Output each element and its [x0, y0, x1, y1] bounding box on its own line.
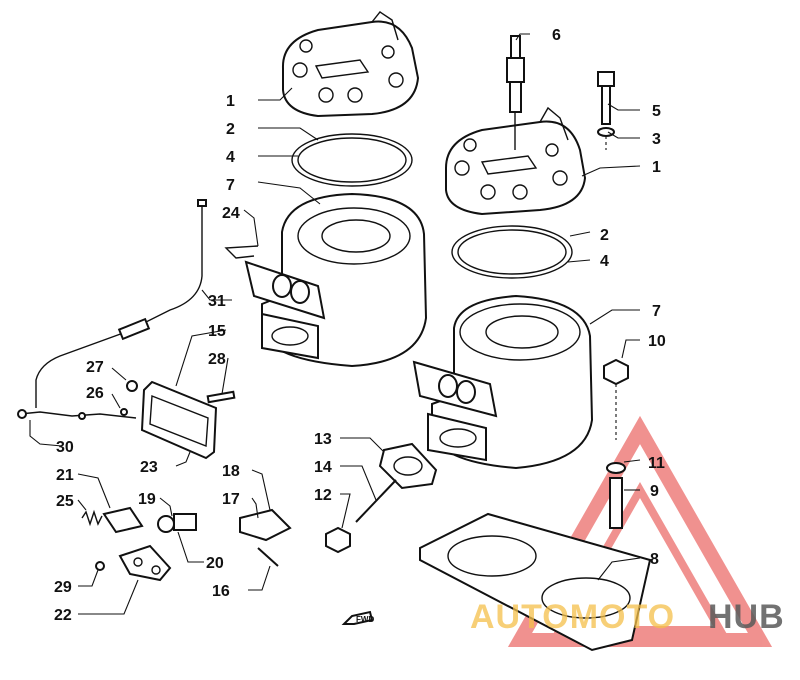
control-cable [35, 199, 207, 408]
watermark-logo: AUTOMOTO HUB [470, 598, 785, 636]
label-nut-27: 27 [86, 359, 104, 376]
label-screw-26: 26 [86, 385, 104, 402]
label-spring: 25 [56, 493, 74, 510]
label-part-18: 18 [222, 463, 240, 480]
hook [224, 245, 259, 259]
label-part-20: 20 [206, 555, 224, 572]
valve-part-19 [157, 513, 197, 533]
short-bolt [206, 390, 236, 404]
valve-part-21 [102, 506, 144, 534]
label-valve-cover: 15 [208, 323, 226, 340]
watermark-text-part1: AUTOMOTO [470, 598, 675, 636]
label-head-left: 1 [226, 93, 235, 110]
valve-cover [140, 380, 218, 460]
cylinder-head-right [445, 106, 587, 216]
label-flange-nut: 12 [314, 487, 332, 504]
forward-arrow-icon: FWD [341, 610, 374, 625]
label-part-17: 17 [222, 491, 240, 508]
cylinder-right [412, 294, 594, 470]
label-washer: 3 [652, 131, 661, 148]
stud-with-washer [606, 462, 626, 529]
part-labels: 1 2 4 7 24 6 5 3 1 2 4 7 10 11 9 8 13 14… [54, 27, 666, 624]
label-hook: 24 [222, 205, 240, 222]
cable-end [17, 409, 137, 420]
label-bolt: 5 [652, 103, 661, 120]
label-base-gasket: 8 [650, 551, 659, 568]
label-screw-29: 29 [54, 579, 72, 596]
svg-text:FWD: FWD [356, 615, 374, 624]
exhaust-gasket [378, 442, 438, 490]
exhaust-stud [355, 479, 397, 523]
pin [257, 547, 279, 567]
valve-assembly-part-17 [239, 508, 292, 542]
label-part-21: 21 [56, 467, 74, 484]
label-spark-plug: 6 [552, 27, 561, 44]
label-pin: 16 [212, 583, 230, 600]
head-bolt [597, 71, 615, 150]
label-cable-end: 30 [56, 439, 74, 456]
leader-lines [29, 33, 641, 615]
label-cylinder-right: 7 [652, 303, 661, 320]
label-stud: 9 [650, 483, 659, 500]
spark-plug [506, 35, 525, 150]
cylinder-head-left [281, 11, 420, 118]
spring [81, 509, 103, 527]
plate [118, 544, 172, 582]
screw-29 [95, 561, 105, 571]
label-washer-small: 11 [648, 455, 665, 472]
label-plate: 22 [54, 607, 72, 624]
head-gasket-right [451, 225, 573, 279]
base-gasket [419, 512, 652, 652]
label-exhaust-stud: 14 [314, 459, 332, 476]
flange-nut [325, 526, 351, 554]
small-screw [120, 408, 128, 416]
label-exhaust-gasket: 13 [314, 431, 332, 448]
label-cable: 31 [208, 293, 226, 310]
label-cylinder-left: 7 [226, 177, 235, 194]
head-gasket-left [291, 133, 413, 187]
label-bolt-28: 28 [208, 351, 226, 368]
nut-large [603, 358, 629, 440]
label-gasket-left-inner: 4 [226, 149, 235, 166]
label-gasket-right-inner: 4 [600, 253, 609, 270]
label-nut-large: 10 [648, 333, 666, 350]
label-head-right: 1 [652, 159, 661, 176]
label-gasket-left-outer: 2 [226, 121, 235, 138]
label-cover-gasket: 23 [140, 459, 158, 476]
label-gasket-right-outer: 2 [600, 227, 609, 244]
label-part-19: 19 [138, 491, 156, 508]
small-nut [126, 380, 138, 392]
cylinder-left [244, 192, 428, 368]
watermark-text-part2: HUB [708, 598, 785, 636]
